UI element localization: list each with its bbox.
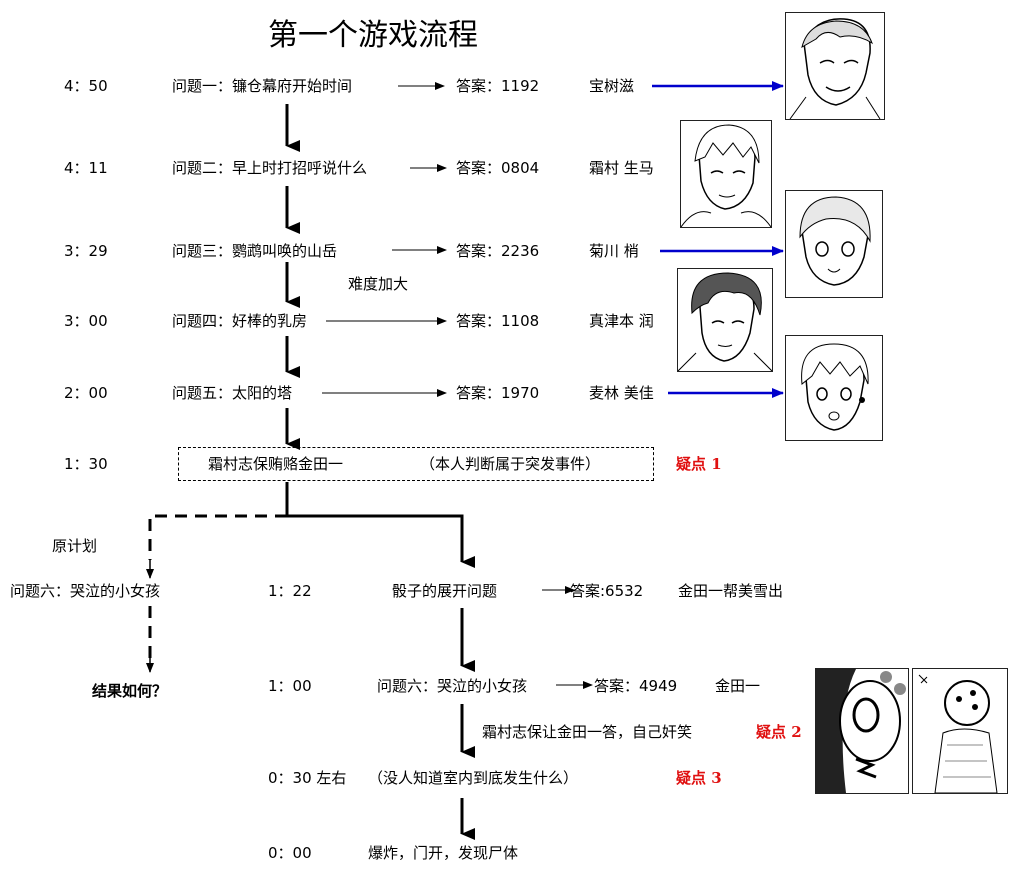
row2-time: 4：11 bbox=[64, 159, 108, 177]
doubt-3: 疑点 3 bbox=[676, 769, 722, 787]
branch-actual-path bbox=[287, 514, 464, 550]
q6-time: 1：00 bbox=[268, 677, 312, 695]
doubt-2: 疑点 2 bbox=[756, 723, 802, 741]
half-minute-text: （没人知道室内到底发生什么） bbox=[368, 769, 579, 787]
q6-person: 金田一 bbox=[715, 677, 761, 695]
event-box bbox=[178, 447, 654, 481]
dice-person: 金田一帮美雪出 bbox=[678, 582, 784, 600]
row3-person: 菊川 梢 bbox=[589, 242, 639, 260]
row5-question: 问题五：太阳的塔 bbox=[172, 384, 293, 402]
row3-time: 3：29 bbox=[64, 242, 108, 260]
q6-question: 问题六：哭泣的小女孩 bbox=[377, 677, 528, 695]
portrait-takaraki-shigeru bbox=[785, 12, 885, 120]
row5-time: 2：00 bbox=[64, 384, 108, 402]
difficulty-note: 难度加大 bbox=[348, 275, 409, 293]
branch-plan-path bbox=[148, 514, 287, 560]
portrait-shimomura-ikuma bbox=[680, 120, 772, 228]
comic-panel-mask bbox=[815, 668, 909, 794]
row1-answer: 答案：1192 bbox=[456, 77, 540, 95]
row1-question: 问题一：镰仓幕府开始时间 bbox=[172, 77, 353, 95]
row2-answer: 答案：0804 bbox=[456, 159, 540, 177]
row4-time: 3：00 bbox=[64, 312, 108, 330]
end-text: 爆炸，门开，发现尸体 bbox=[368, 844, 519, 862]
comic-panel-bandaged-figure bbox=[912, 668, 1008, 794]
row4-question: 问题四：好棒的乳房 bbox=[172, 312, 308, 330]
event-note: （本人判断属于突发事件） bbox=[420, 455, 601, 473]
portrait-mugibayashi-mika bbox=[785, 335, 883, 441]
original-plan-question: 问题六：哭泣的小女孩 bbox=[10, 582, 161, 600]
row2-person: 霜村 生马 bbox=[589, 159, 654, 177]
event-time: 1：30 bbox=[64, 455, 108, 473]
row4-answer: 答案：1108 bbox=[456, 312, 540, 330]
smirk-note: 霜村志保让金田一答，自己奸笑 bbox=[482, 723, 693, 741]
row2-question: 问题二：早上时打招呼说什么 bbox=[172, 159, 368, 177]
portrait-matsumoto-jun bbox=[677, 268, 773, 372]
row1-person: 宝树滋 bbox=[589, 77, 635, 95]
doubt-1: 疑点 1 bbox=[676, 455, 722, 473]
dice-time: 1：22 bbox=[268, 582, 312, 600]
dice-answer: 答案:6532 bbox=[570, 582, 644, 600]
row5-answer: 答案：1970 bbox=[456, 384, 540, 402]
diagram-title: 第一个游戏流程 bbox=[268, 18, 478, 53]
original-plan-result: 结果如何？ bbox=[92, 682, 168, 700]
row3-answer: 答案：2236 bbox=[456, 242, 540, 260]
q6-answer: 答案：4949 bbox=[594, 677, 678, 695]
event-text: 霜村志保贿赂金田一 bbox=[208, 455, 344, 473]
row3-question: 问题三：鹦鹉叫唤的山岳 bbox=[172, 242, 338, 260]
end-time: 0：00 bbox=[268, 844, 312, 862]
row1-time: 4：50 bbox=[64, 77, 108, 95]
dice-question: 骰子的展开问题 bbox=[392, 582, 498, 600]
portrait-kikukawa-kozue bbox=[785, 190, 883, 298]
half-minute-time: 0：30 左右 bbox=[268, 769, 347, 787]
row4-person: 真津本 润 bbox=[589, 312, 654, 330]
original-plan-label: 原计划 bbox=[52, 537, 98, 555]
row5-person: 麦林 美佳 bbox=[589, 384, 654, 402]
